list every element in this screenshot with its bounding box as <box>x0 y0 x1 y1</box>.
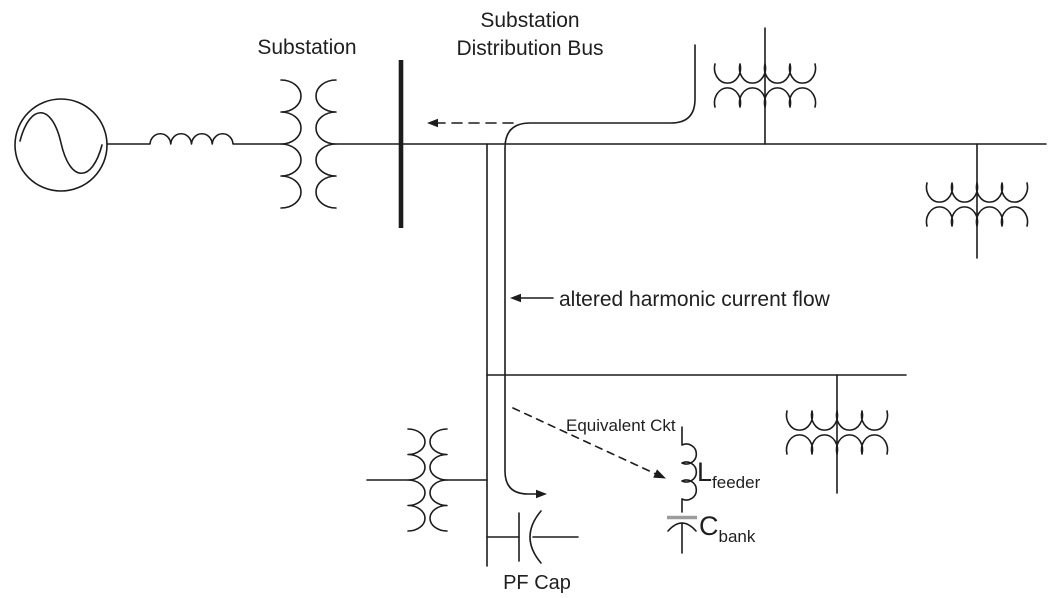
right-load-transformer-symbol <box>925 143 1029 259</box>
equivalent-ckt-dashed-arrow-icon <box>512 407 666 479</box>
ac-source-symbol <box>14 98 108 192</box>
solid-left-arrow-icon <box>510 293 554 303</box>
equivalent-ckt-label: Equivalent Ckt <box>566 416 676 435</box>
c-bank-main: C <box>699 511 719 541</box>
customer-transformer-symbol <box>366 428 488 532</box>
lower-load-transformer-symbol <box>785 374 889 494</box>
feeder-inductor-symbol <box>681 426 698 513</box>
harmonic-flow-label: altered harmonic current flow <box>559 288 830 311</box>
curved-flow-arrow-icon <box>536 489 547 499</box>
source-inductor-symbol <box>106 132 282 145</box>
c-bank-subscript: bank <box>718 527 756 546</box>
pf-capacitor-symbol <box>486 510 579 564</box>
l-feeder-main: L <box>697 457 713 487</box>
dashed-left-arrow-icon <box>427 118 514 128</box>
top-load-transformer-symbol <box>713 27 817 145</box>
harmonic-current-path <box>504 44 696 495</box>
distribution-bus-label: Substation Distribution Bus <box>456 9 604 60</box>
c-bank-label: Cbank <box>699 511 755 547</box>
l-feeder-subscript: feeder <box>712 473 761 492</box>
capacitor-bank-symbol <box>667 515 697 554</box>
substation-label: Substation <box>257 36 357 59</box>
pf-cap-label: PF Cap <box>503 572 571 594</box>
substation-transformer-symbol <box>280 79 337 209</box>
l-feeder-label: Lfeeder <box>697 457 760 493</box>
